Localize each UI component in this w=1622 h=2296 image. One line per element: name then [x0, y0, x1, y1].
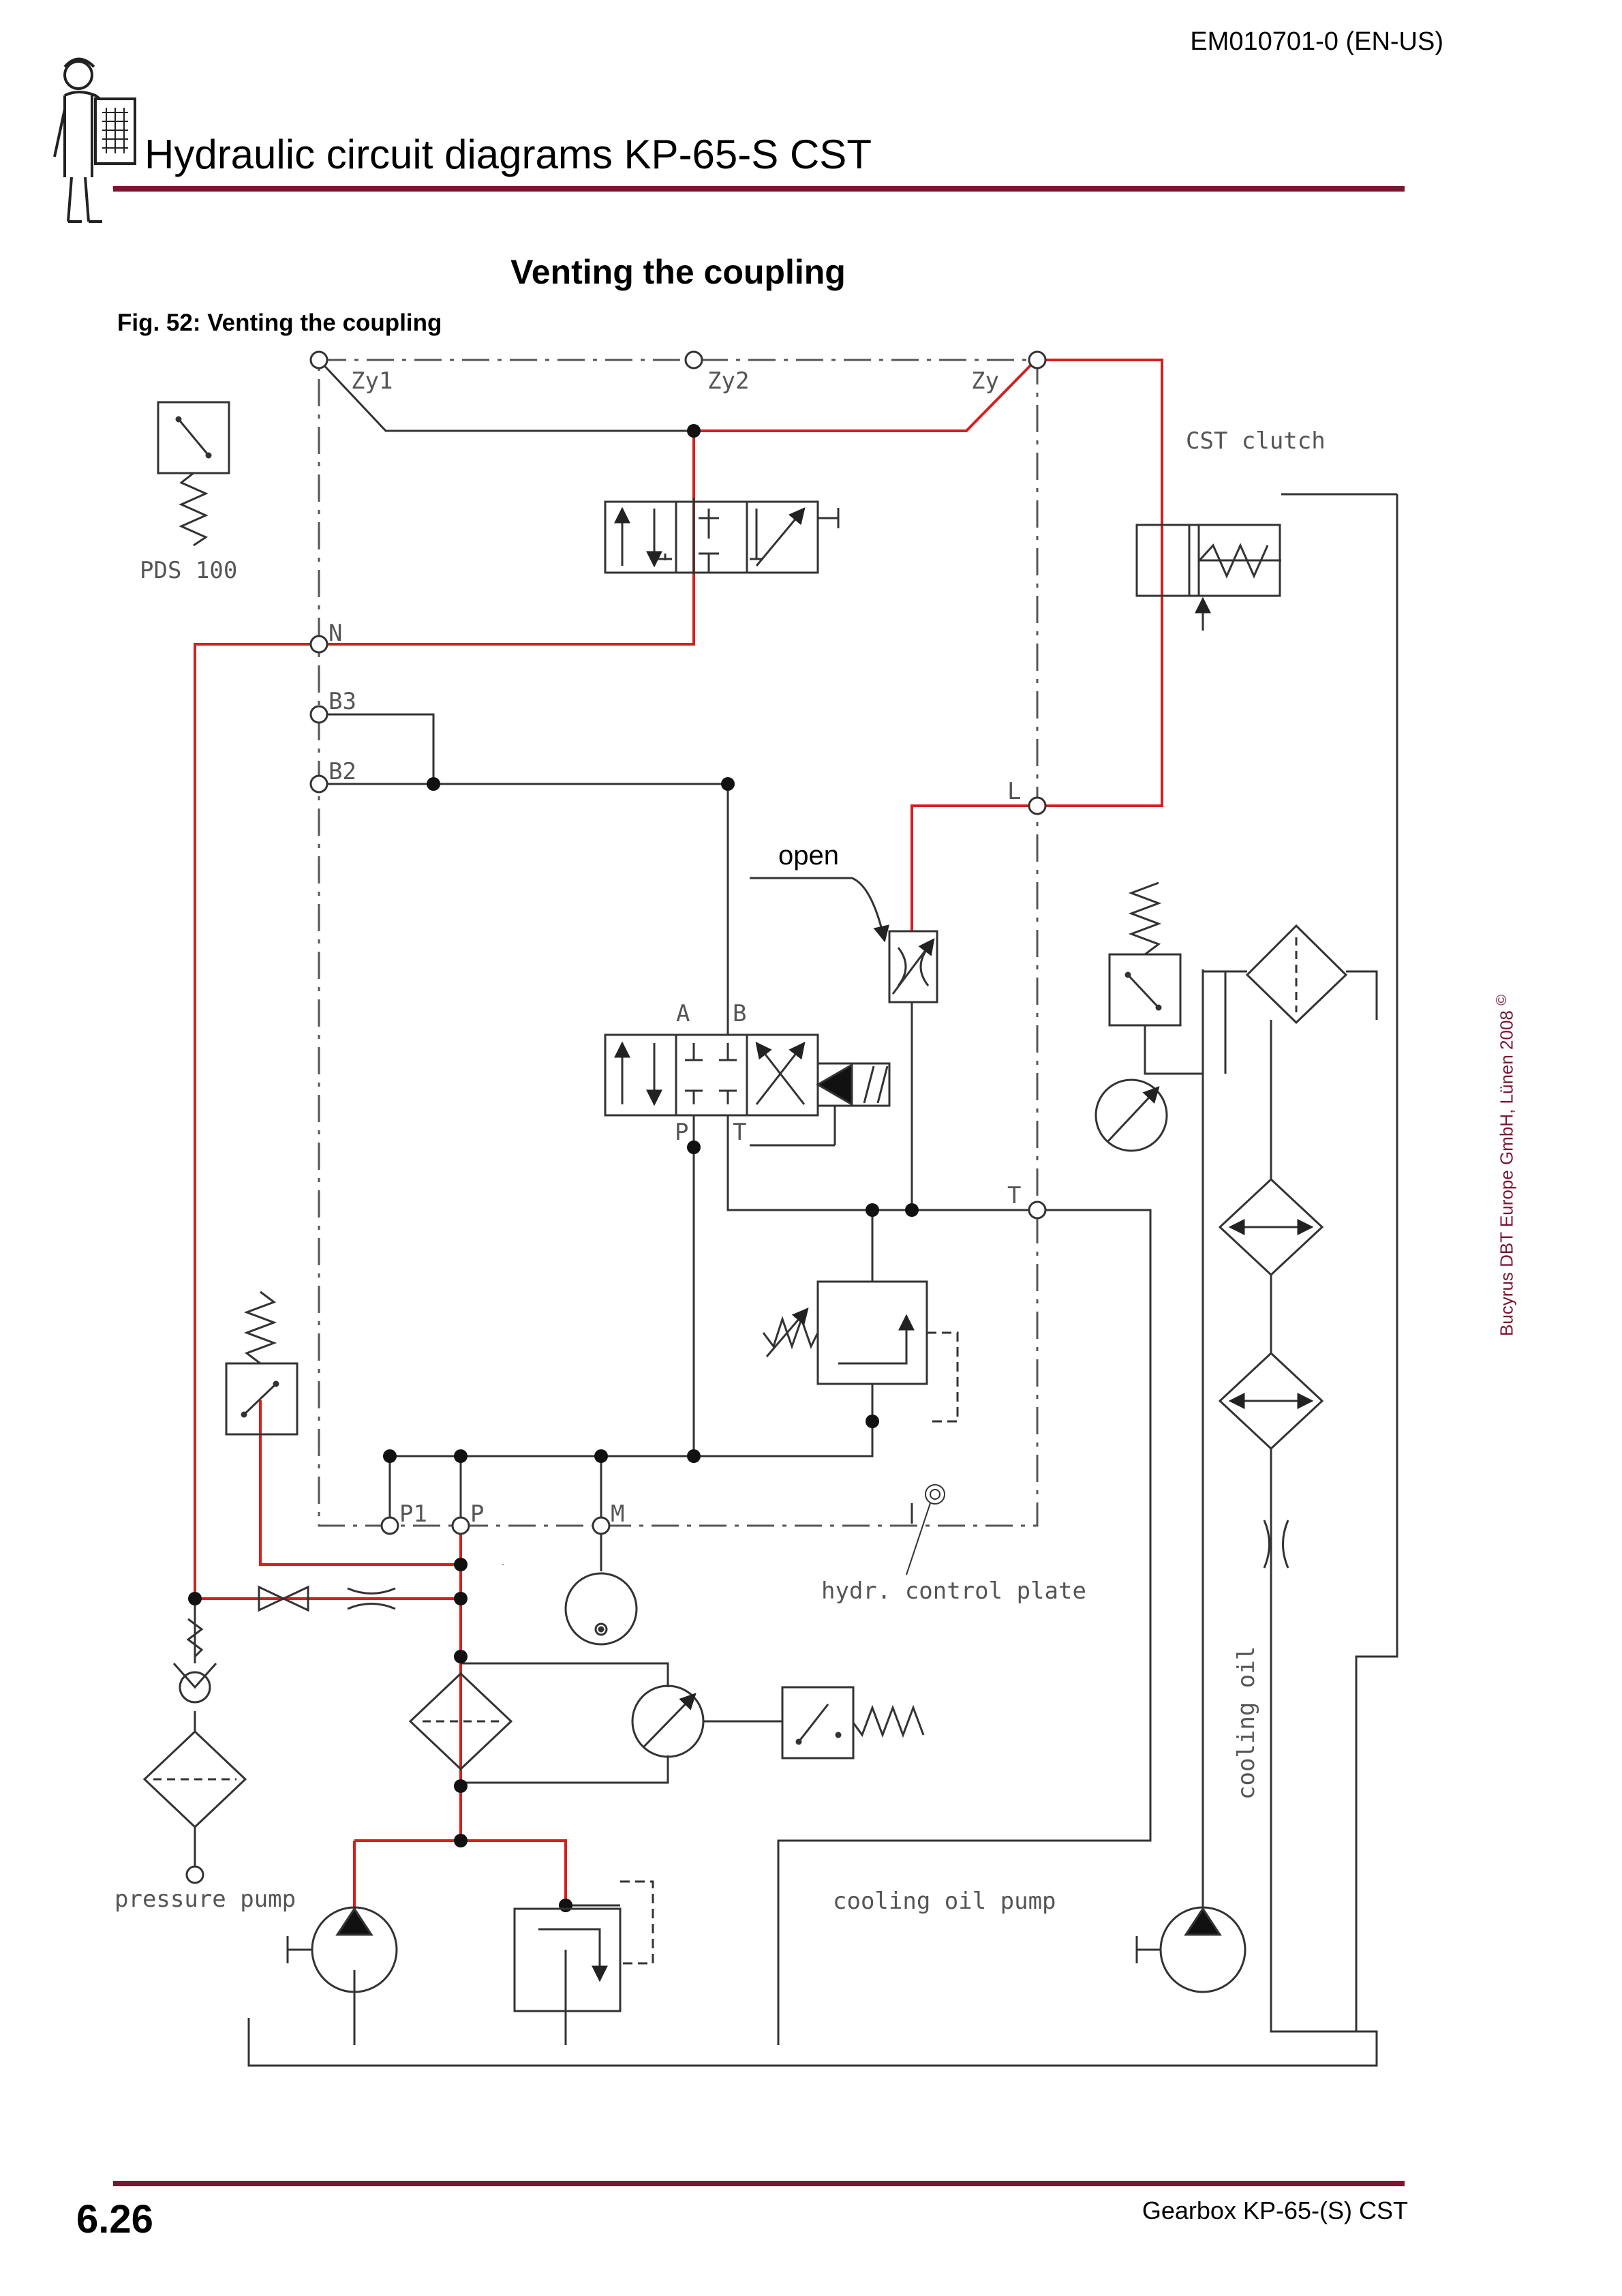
label-m: M	[611, 1500, 624, 1528]
control-plate-symbol	[906, 1484, 945, 1575]
title-rule	[113, 186, 1405, 192]
label-n: N	[328, 620, 342, 647]
label-t-valve: T	[733, 1119, 746, 1146]
manometer-right	[1095, 1078, 1168, 1152]
cooler-1	[1218, 1177, 1324, 1277]
junction-dots	[188, 424, 919, 1912]
label-p: P	[470, 1500, 484, 1528]
label-zy2: Zy2	[707, 367, 749, 395]
label-cooling-oil-pump: cooling oil pump	[833, 1888, 1056, 1915]
pressure-relief-valve	[762, 1280, 959, 1423]
figure-caption: Fig. 52: Venting the coupling	[117, 309, 442, 336]
label-cooling-oil: cooling oil	[1233, 1646, 1260, 1800]
copyright-text: Bucyrus DBT Europe GmbH, Lünen 2008	[1496, 1010, 1517, 1336]
differential-manometer	[631, 1685, 705, 1758]
pressure-switch-lower-center	[781, 1686, 925, 1759]
pressure-pump	[286, 1906, 398, 1993]
suction-filter	[142, 1729, 247, 1829]
control-plate-boundary	[318, 359, 1039, 1527]
label-t-port: T	[1007, 1182, 1021, 1209]
label-zy1: Zy1	[351, 367, 393, 395]
label-l: L	[1007, 778, 1021, 805]
pressure-relief-valve-bottom	[513, 1880, 654, 2012]
solenoid-valve	[604, 1033, 891, 1147]
circuit-lines	[194, 359, 1398, 2067]
pressure-switch-pds	[157, 401, 230, 547]
footer-rule	[113, 2181, 1405, 2186]
pressure-switch-right	[1108, 881, 1203, 1075]
label-open: open	[778, 841, 839, 871]
cooling-oil-pump	[1135, 1906, 1246, 1993]
cst-clutch-cylinder	[1135, 524, 1281, 631]
directional-valve-top	[604, 500, 840, 574]
technician-with-clipboard-icon	[53, 57, 136, 223]
copyright-note: Bucyrus DBT Europe GmbH, Lünen 2008 ©	[1493, 995, 1518, 1336]
label-b: B	[733, 1000, 746, 1027]
copyright-symbol: ©	[1493, 994, 1510, 1006]
shutoff-valve	[258, 1585, 396, 1612]
label-zy: Zy	[971, 367, 999, 395]
section-title: Venting the coupling	[510, 253, 846, 291]
label-pds: PDS 100	[140, 557, 237, 584]
label-b3: B3	[328, 688, 356, 715]
label-a: A	[676, 1000, 690, 1027]
page-number: 6.26	[76, 2197, 153, 2241]
label-p1: P1	[399, 1500, 427, 1528]
footer-title: Gearbox KP-65-(S) CST	[1142, 2196, 1408, 2224]
filter-right	[1245, 924, 1348, 1025]
label-b2: B2	[328, 758, 356, 785]
label-cst-clutch: CST clutch	[1186, 427, 1326, 455]
page-title: Hydraulic circuit diagrams KP-65-S CST	[144, 132, 872, 177]
orifice-right	[1263, 1520, 1289, 1569]
cooler-2	[1218, 1351, 1324, 1451]
label-pressure-pump: pressure pump	[114, 1886, 296, 1913]
throttle-valve	[750, 877, 938, 1003]
manometer-m	[564, 1572, 638, 1646]
filter-main	[408, 1672, 513, 1771]
check-valve	[172, 1618, 217, 1704]
document-code: EM010701-0 (EN-US)	[1190, 27, 1443, 56]
label-p-valve: P	[675, 1119, 688, 1146]
port-markers	[185, 350, 1047, 1884]
pressure-switch-lower-left	[225, 1290, 299, 1436]
label-hydr-control-plate: hydr. control plate	[821, 1577, 1086, 1605]
